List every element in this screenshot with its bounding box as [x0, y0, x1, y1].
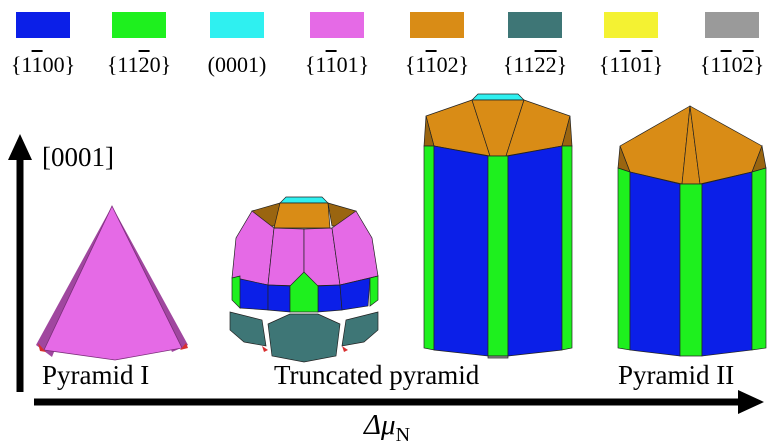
horizontal-axis-label: ΔμN: [364, 409, 410, 447]
legend-label-1-102: {1102}: [404, 52, 470, 77]
pyramid-2-shape: [617, 105, 767, 357]
horizontal-axis-label-main: Δμ: [364, 409, 396, 441]
legend-label-1-10-1: {1101}: [598, 52, 664, 77]
prism-green-center: [487, 155, 509, 357]
legend-swatch-1-10-2: [705, 12, 759, 38]
p2-green-right: [751, 167, 767, 351]
p2-blue-left: [629, 171, 681, 357]
prism-blue-left: [433, 145, 489, 357]
legend-swatch-1-102: [410, 12, 464, 38]
tp-corner-left: [262, 346, 268, 352]
tp-top-facet: [279, 196, 329, 204]
tp-blue-right: [339, 277, 371, 311]
pyramid-1-left-edge-face: [36, 206, 112, 357]
pyramid-1-right-edge-face: [112, 206, 188, 352]
tp-green-right: [369, 275, 379, 307]
vertical-axis-label: [0001]: [42, 142, 114, 172]
tp-pink-right: [331, 210, 379, 286]
legend-swatch-0001: [210, 12, 264, 38]
prism-bottom-edge: [487, 355, 509, 359]
prism-green-left: [423, 145, 435, 351]
horizontal-axis: [34, 390, 764, 414]
pyramid-1-corner-right: [180, 343, 188, 350]
prism-blue-right: [507, 145, 563, 357]
legend-swatch-11-20: [112, 12, 166, 38]
vertical-axis-arrowhead: [8, 134, 32, 160]
legend: {1100} {1120} (0001) {1101} {1102} {1122…: [0, 0, 771, 90]
tp-blue-center-right: [317, 284, 343, 313]
hexagonal-prism-shape: [423, 93, 573, 359]
pyramid-2-label: Pyramid II: [618, 360, 735, 390]
tp-lower-left: [229, 311, 267, 347]
pyramid-1-front-face: [43, 205, 183, 361]
legend-label-1-101: {1101}: [304, 52, 370, 77]
tp-lower-right: [341, 311, 379, 347]
tp-green-center: [289, 271, 319, 313]
horizontal-axis-label-sub: N: [395, 423, 411, 446]
pyramid-1-shape: [36, 205, 188, 361]
legend-swatch-11-2-2: [508, 12, 562, 38]
pyramid-1-corner-left: [38, 343, 46, 352]
prism-green-right: [561, 145, 573, 351]
vertical-axis: [8, 134, 32, 392]
p2-green-center: [679, 183, 703, 357]
legend-label-0001: (0001): [207, 52, 267, 77]
tp-upper-102-front: [273, 202, 331, 229]
legend-label-11-20: {1120}: [106, 52, 172, 77]
legend-label-1-10-2: {1102}: [699, 52, 765, 77]
pyramid-1-label: Pyramid I: [42, 360, 150, 390]
tp-blue-center-left: [267, 284, 291, 313]
horizontal-axis-arrowhead: [738, 390, 764, 414]
legend-label-1-100: {1100}: [10, 52, 76, 77]
truncated-pyramid-shape: [229, 196, 379, 363]
legend-swatch-1-100: [16, 12, 70, 38]
p2-blue-right: [701, 171, 753, 357]
legend-swatch-1-10-1: [604, 12, 658, 38]
tp-green-left: [231, 275, 241, 309]
prism-top-facet: [471, 93, 525, 101]
legend-label-11-2-2: {1122}: [502, 52, 568, 77]
tp-lower-center: [267, 313, 341, 363]
tp-corner-right: [342, 346, 348, 352]
legend-swatch-1-101: [310, 12, 364, 38]
truncated-pyramid-label: Truncated pyramid: [274, 360, 480, 390]
p2-green-left: [617, 167, 631, 351]
